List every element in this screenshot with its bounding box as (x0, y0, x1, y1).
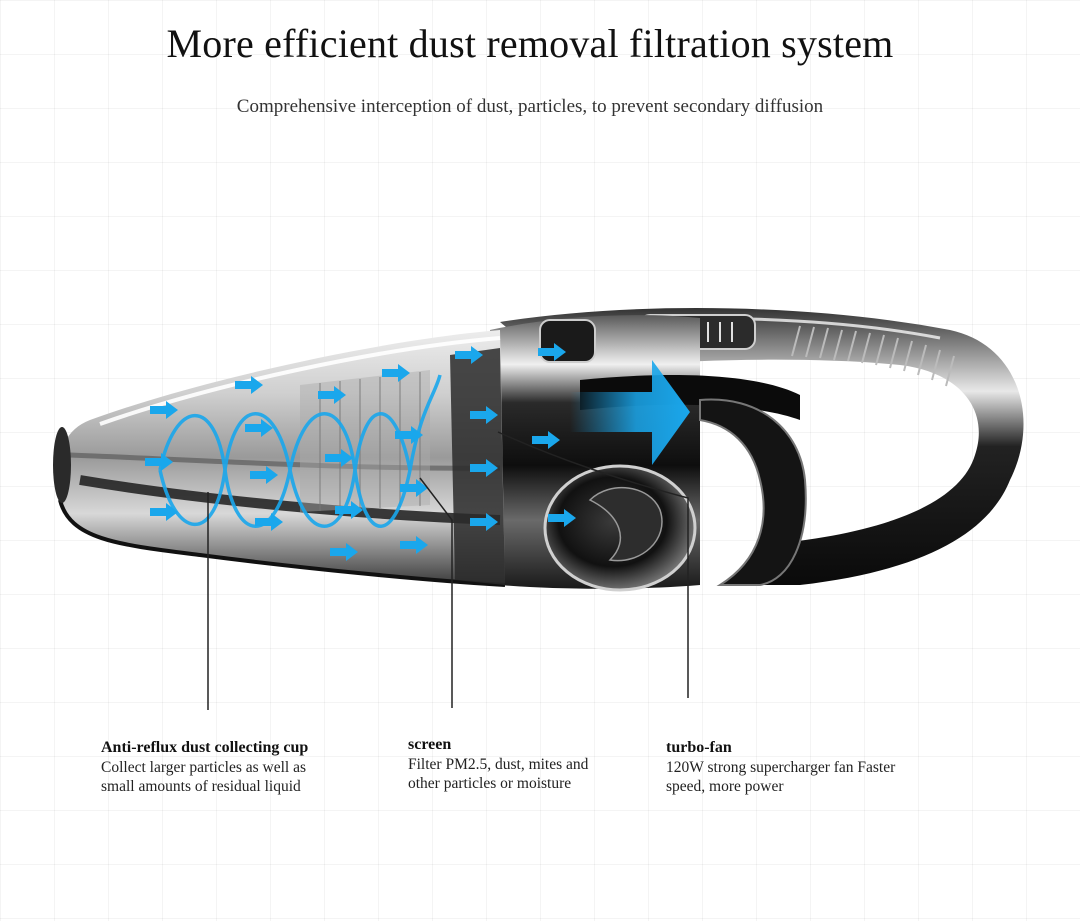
leader-lines (207, 431, 689, 710)
label-dust-cup: Anti-reflux dust collecting cup Collect … (101, 738, 341, 797)
page-title: More efficient dust removal filtration s… (166, 21, 894, 66)
exhaust-arrow (570, 360, 690, 465)
label-turbo-fan-title: turbo-fan (666, 739, 732, 756)
page-subtitle: Comprehensive interception of dust, part… (236, 96, 824, 117)
label-turbo-fan: turbo-fan 120W strong supercharger fan F… (666, 738, 906, 797)
turbo-fan (543, 398, 807, 592)
label-screen: screen Filter PM2.5, dust, mites and oth… (408, 735, 598, 794)
label-dust-cup-title: Anti-reflux dust collecting cup (101, 739, 309, 756)
label-turbo-fan-desc: 120W strong supercharger fan Faster spee… (666, 758, 896, 796)
label-screen-title: screen (408, 736, 452, 753)
label-screen-desc: Filter PM2.5, dust, mites and other part… (408, 755, 589, 793)
label-dust-cup-desc: Collect larger particles as well as smal… (101, 758, 307, 796)
dust-collecting-cup (53, 330, 506, 587)
